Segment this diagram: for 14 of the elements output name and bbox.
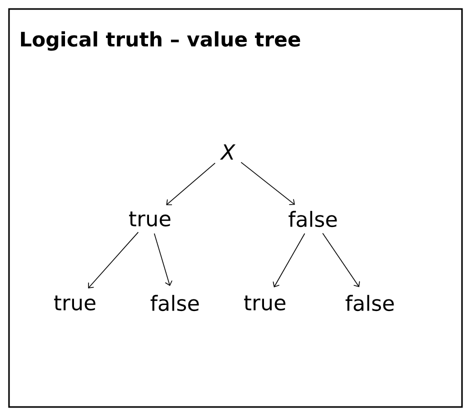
node-text: false [288, 210, 337, 228]
arrow [88, 232, 139, 288]
arrow [166, 162, 216, 206]
arrow [154, 233, 172, 286]
arrow [272, 233, 306, 288]
node-text: X [220, 144, 236, 160]
arrow [322, 232, 360, 288]
arrow [240, 162, 295, 206]
node-text: false [150, 294, 199, 312]
node-text: true [244, 296, 286, 310]
node-text: false [346, 294, 394, 312]
title: Logical truth – value tree [21, 31, 300, 51]
node-text: true [54, 296, 96, 310]
node-text: true [129, 212, 170, 226]
